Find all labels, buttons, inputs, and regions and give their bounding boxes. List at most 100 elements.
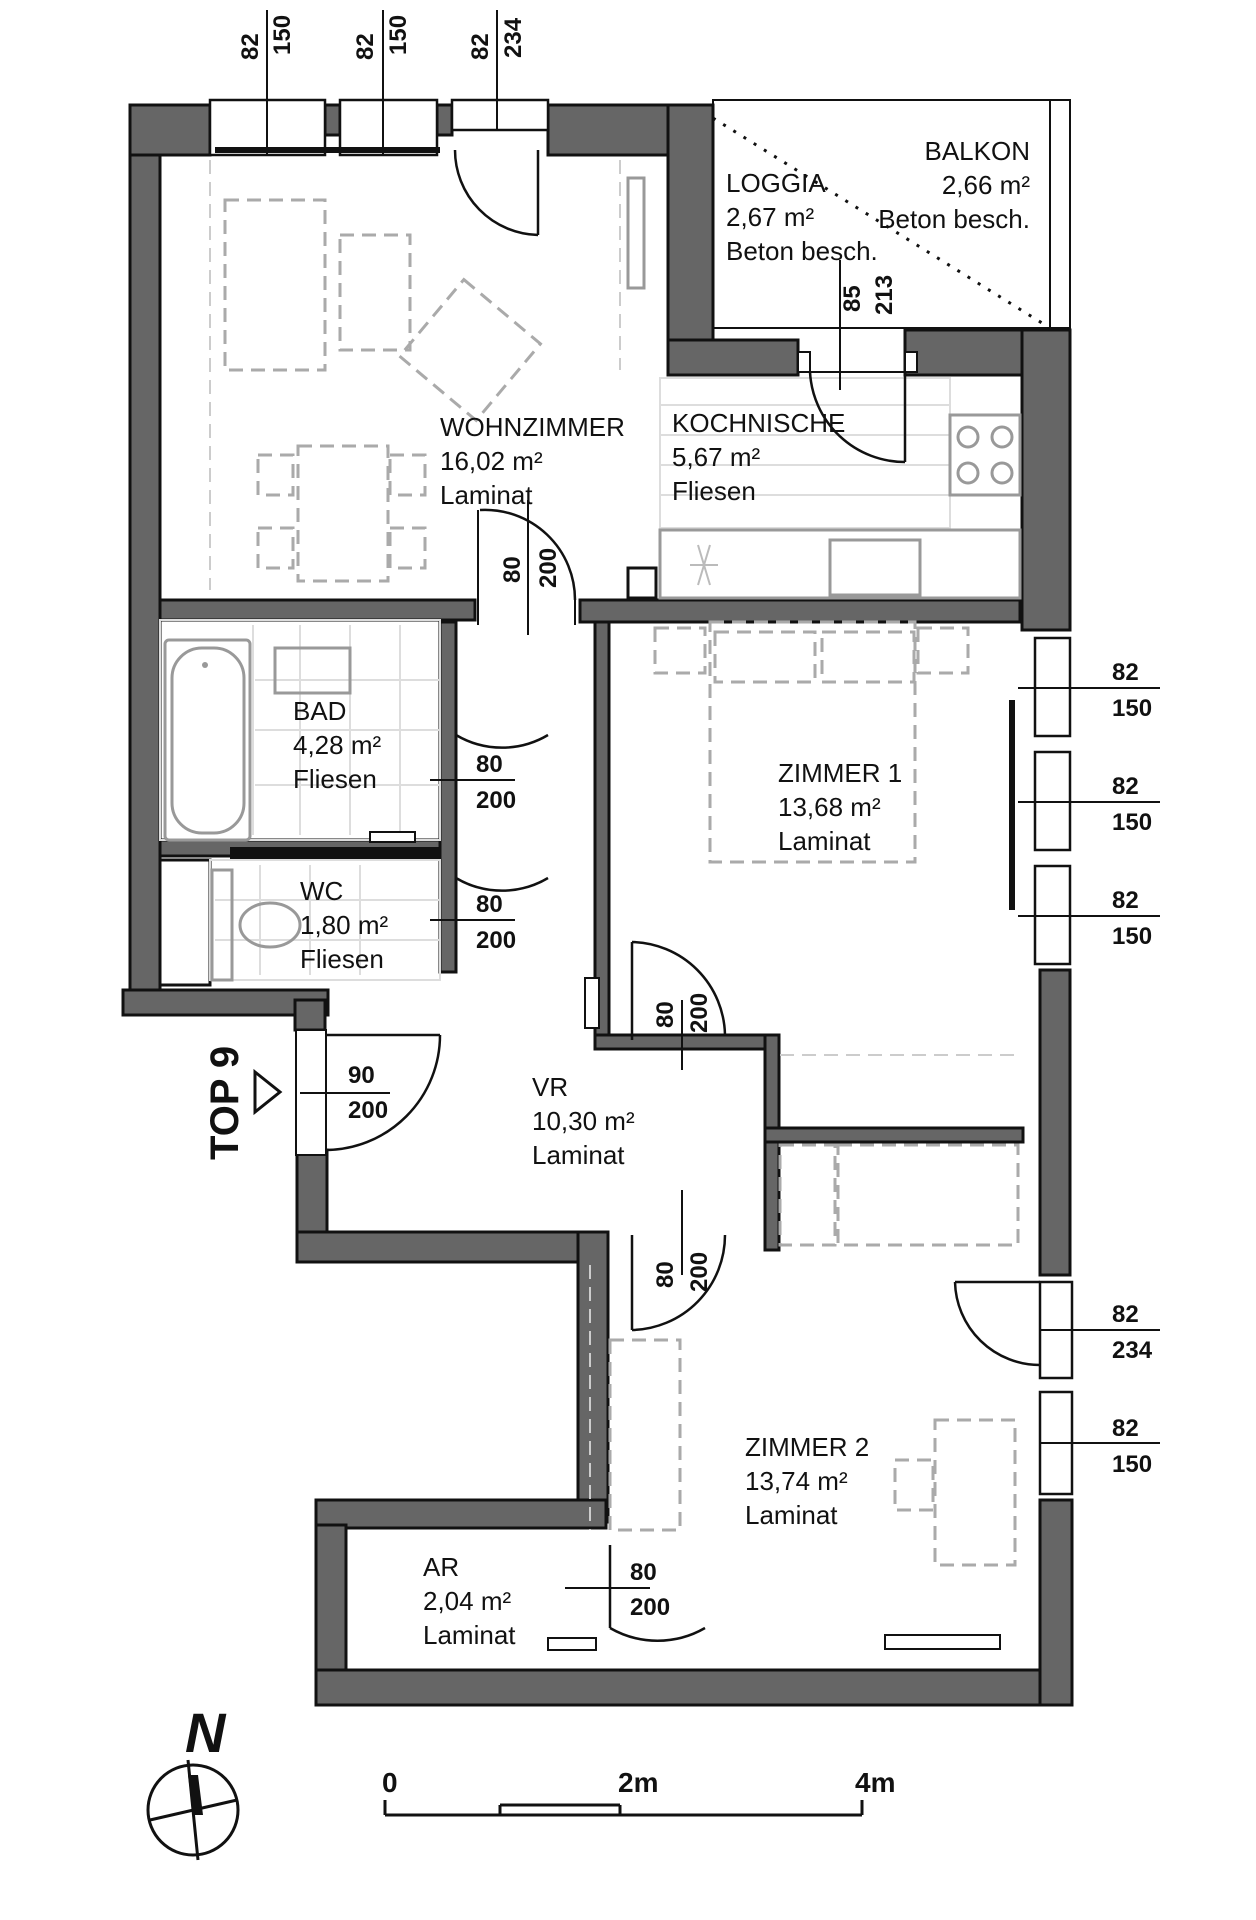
room-area: 13,68 m² — [778, 792, 881, 822]
win-right-4-h: 234 — [1112, 1337, 1153, 1364]
room-area: 2,04 m² — [423, 1586, 511, 1616]
windows-right — [1009, 636, 1160, 1496]
room-name: KOCHNISCHE — [672, 408, 845, 438]
room-zimmer2: ZIMMER 2 13,74 m² Laminat — [745, 1432, 869, 1530]
room-balkon: BALKON 2,66 m² Beton besch. — [878, 136, 1030, 234]
room-name: WC — [300, 876, 343, 906]
door-zimmer2-h: 200 — [686, 1252, 713, 1292]
room-floor: Fliesen — [672, 476, 756, 506]
wall-bottom — [314, 1668, 1074, 1707]
win-top-3-h: 234 — [500, 17, 527, 58]
door-zimmer2-w: 80 — [652, 1261, 679, 1288]
door-ar-h: 200 — [630, 1594, 670, 1621]
win-right-3-w: 82 — [1112, 887, 1139, 914]
win-top-1-w: 82 — [237, 33, 264, 60]
wall-entry-post — [293, 998, 327, 1032]
door-loggia-w: 85 — [839, 285, 866, 312]
win-right-5-w: 82 — [1112, 1415, 1139, 1442]
wall-left-upper — [128, 103, 162, 992]
win-right-2-h: 150 — [1112, 809, 1152, 836]
room-wc: WC 1,80 m² Fliesen — [300, 876, 388, 974]
wall-kitchen-top-left — [666, 338, 800, 377]
win-top-2-h: 150 — [385, 15, 412, 55]
door-wohn-h: 200 — [535, 548, 562, 588]
room-area: 4,28 m² — [293, 730, 381, 760]
room-floor: Fliesen — [293, 764, 377, 794]
walls — [121, 103, 1074, 1707]
room-ar: AR 2,04 m² Laminat — [423, 1552, 516, 1650]
room-area: 13,74 m² — [745, 1466, 848, 1496]
door-ar-w: 80 — [630, 1559, 657, 1586]
kitchen-fixtures — [626, 176, 1022, 600]
win-top-3-w: 82 — [467, 33, 494, 60]
door-entrance-h: 200 — [348, 1097, 388, 1124]
room-vr: VR 10,30 m² Laminat — [532, 1072, 635, 1170]
scale-label-0: 0 — [382, 1767, 398, 1798]
entrance-arrow-icon — [253, 1068, 283, 1116]
room-area: 16,02 m² — [440, 446, 543, 476]
scale-label-4m: 4m — [855, 1767, 895, 1798]
wall-wohn-bath — [158, 598, 477, 622]
door-wc-h: 200 — [476, 927, 516, 954]
win-right-3-h: 150 — [1112, 923, 1152, 950]
door-bad-h: 200 — [476, 787, 516, 814]
wall-vr-step — [576, 1230, 610, 1524]
win-right-5-h: 150 — [1112, 1451, 1152, 1478]
wall-zimmer1-zimmer2 — [763, 1126, 1025, 1144]
wall-loggia-left — [666, 103, 715, 377]
wall-kitchen-zimmer1 — [578, 598, 1022, 624]
north-label: N — [185, 1701, 227, 1764]
win-right-2-w: 82 — [1112, 773, 1139, 800]
door-zimmer1-h: 200 — [686, 993, 713, 1033]
windows-top — [208, 10, 550, 157]
room-area: 10,30 m² — [532, 1106, 635, 1136]
room-wohnzimmer: WOHNZIMMER 16,02 m² Laminat — [440, 412, 625, 510]
wall-ar-top — [314, 1498, 608, 1530]
room-floor: Laminat — [423, 1620, 516, 1650]
room-floor: Beton besch. — [878, 204, 1030, 234]
wall-top-left — [128, 103, 212, 157]
room-name: BAD — [293, 696, 346, 726]
wall-right-mid — [1038, 968, 1072, 1277]
balcony-rail — [1049, 99, 1071, 329]
room-bad: BAD 4,28 m² Fliesen — [293, 696, 381, 794]
wall-right-lower — [1038, 1498, 1074, 1707]
door-zimmer1-w: 80 — [652, 1001, 679, 1028]
wall-right-kitchen — [1020, 328, 1072, 632]
win-top-1-h: 150 — [269, 15, 296, 55]
room-name: WOHNZIMMER — [440, 412, 625, 442]
wall-zimmer1-bottom — [593, 1033, 777, 1051]
win-top-2-w: 82 — [352, 33, 379, 60]
room-name: ZIMMER 2 — [745, 1432, 869, 1462]
room-name: AR — [423, 1552, 459, 1582]
room-floor: Laminat — [778, 826, 871, 856]
wall-top-pier-1 — [323, 103, 342, 137]
room-area: 2,67 m² — [726, 202, 814, 232]
doors — [295, 149, 1041, 1651]
win-right-1-h: 150 — [1112, 695, 1152, 722]
door-wohn-w: 80 — [499, 556, 526, 583]
door-bad-w: 80 — [476, 751, 503, 778]
room-floor: Beton besch. — [726, 236, 878, 266]
room-floor: Fliesen — [300, 944, 384, 974]
north-arrow: N — [146, 1701, 240, 1861]
room-loggia: LOGGIA 2,67 m² Beton besch. — [726, 168, 878, 266]
room-floor: Laminat — [745, 1500, 838, 1530]
win-right-4-w: 82 — [1112, 1301, 1139, 1328]
entrance-label: TOP 9 — [203, 1046, 247, 1160]
wall-vr-bottom — [295, 1230, 609, 1264]
furniture — [209, 160, 1022, 1567]
room-area: 1,80 m² — [300, 910, 388, 940]
door-entrance-w: 90 — [348, 1062, 375, 1089]
door-loggia-h: 213 — [871, 275, 898, 315]
room-name: LOGGIA — [726, 168, 826, 198]
scale-bar: 0 2m 4m — [382, 1767, 895, 1817]
room-name: BALKON — [925, 136, 1031, 166]
room-floor: Laminat — [532, 1140, 625, 1170]
room-floor: Laminat — [440, 480, 533, 510]
room-zimmer1: ZIMMER 1 13,68 m² Laminat — [778, 758, 902, 856]
room-kochnische: KOCHNISCHE 5,67 m² Fliesen — [672, 408, 845, 506]
room-name: VR — [532, 1072, 568, 1102]
